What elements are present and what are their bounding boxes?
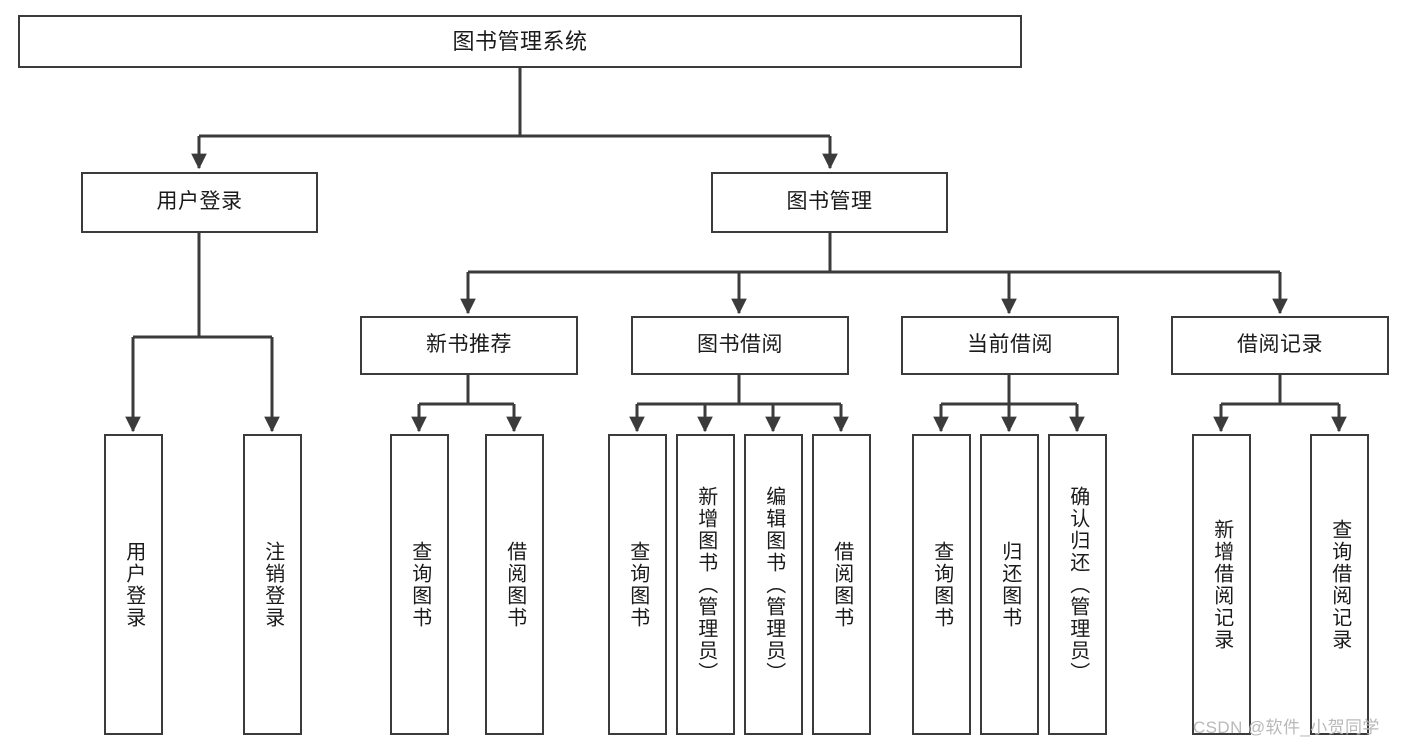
node-leaf-borrow-book-1[interactable]: 借阅图书 (485, 434, 544, 735)
node-leaf-query-book-2[interactable]: 查询图书 (608, 434, 667, 735)
node-new-book-rec-label: 新书推荐 (426, 333, 512, 357)
node-leaf-borrow-book-1-label: 借阅图书 (503, 540, 526, 629)
node-user-login-label: 用户登录 (156, 190, 243, 214)
csdn-watermark: CSDN @软件_小贺同学 (1193, 718, 1380, 737)
node-leaf-add-record[interactable]: 新增借阅记录 (1192, 434, 1251, 735)
node-book-borrow[interactable]: 图书借阅 (631, 316, 849, 375)
node-leaf-query-book-1[interactable]: 查询图书 (390, 434, 449, 735)
node-current-borrow[interactable]: 当前借阅 (901, 316, 1119, 375)
node-current-borrow-label: 当前借阅 (967, 333, 1053, 357)
node-leaf-user-login-label: 用户登录 (122, 540, 145, 629)
node-leaf-query-book-2-label: 查询图书 (626, 540, 649, 629)
node-book-manage-label: 图书管理 (786, 190, 873, 214)
node-borrow-record-label: 借阅记录 (1237, 333, 1323, 357)
node-leaf-confirm-return[interactable]: 确认归还（管理员） (1048, 434, 1107, 735)
node-leaf-confirm-return-label: 确认归还（管理员） (1066, 485, 1089, 684)
node-leaf-return-book[interactable]: 归还图书 (980, 434, 1039, 735)
node-leaf-edit-book-label: 编辑图书（管理员） (762, 485, 785, 684)
node-leaf-borrow-book-2-label: 借阅图书 (830, 540, 853, 629)
node-leaf-query-record[interactable]: 查询借阅记录 (1310, 434, 1369, 735)
node-leaf-query-book-3[interactable]: 查询图书 (912, 434, 971, 735)
node-leaf-add-record-label: 新增借阅记录 (1210, 518, 1233, 651)
node-leaf-logout[interactable]: 注销登录 (243, 434, 302, 735)
node-leaf-add-book-label: 新增图书（管理员） (694, 485, 717, 684)
node-book-borrow-label: 图书借阅 (697, 333, 783, 357)
node-leaf-query-book-1-label: 查询图书 (408, 540, 431, 629)
node-leaf-user-login[interactable]: 用户登录 (104, 434, 163, 735)
node-user-login[interactable]: 用户登录 (81, 172, 318, 233)
node-root[interactable]: 图书管理系统 (18, 15, 1022, 68)
node-leaf-add-book[interactable]: 新增图书（管理员） (676, 434, 735, 735)
node-leaf-return-book-label: 归还图书 (998, 540, 1021, 629)
node-new-book-rec[interactable]: 新书推荐 (360, 316, 578, 375)
node-borrow-record[interactable]: 借阅记录 (1171, 316, 1389, 375)
node-book-manage[interactable]: 图书管理 (711, 172, 948, 233)
node-leaf-edit-book[interactable]: 编辑图书（管理员） (744, 434, 803, 735)
node-leaf-query-record-label: 查询借阅记录 (1328, 518, 1351, 651)
node-leaf-borrow-book-2[interactable]: 借阅图书 (812, 434, 871, 735)
node-root-label: 图书管理系统 (452, 28, 588, 54)
node-leaf-logout-label: 注销登录 (261, 540, 284, 629)
node-leaf-query-book-3-label: 查询图书 (930, 540, 953, 629)
